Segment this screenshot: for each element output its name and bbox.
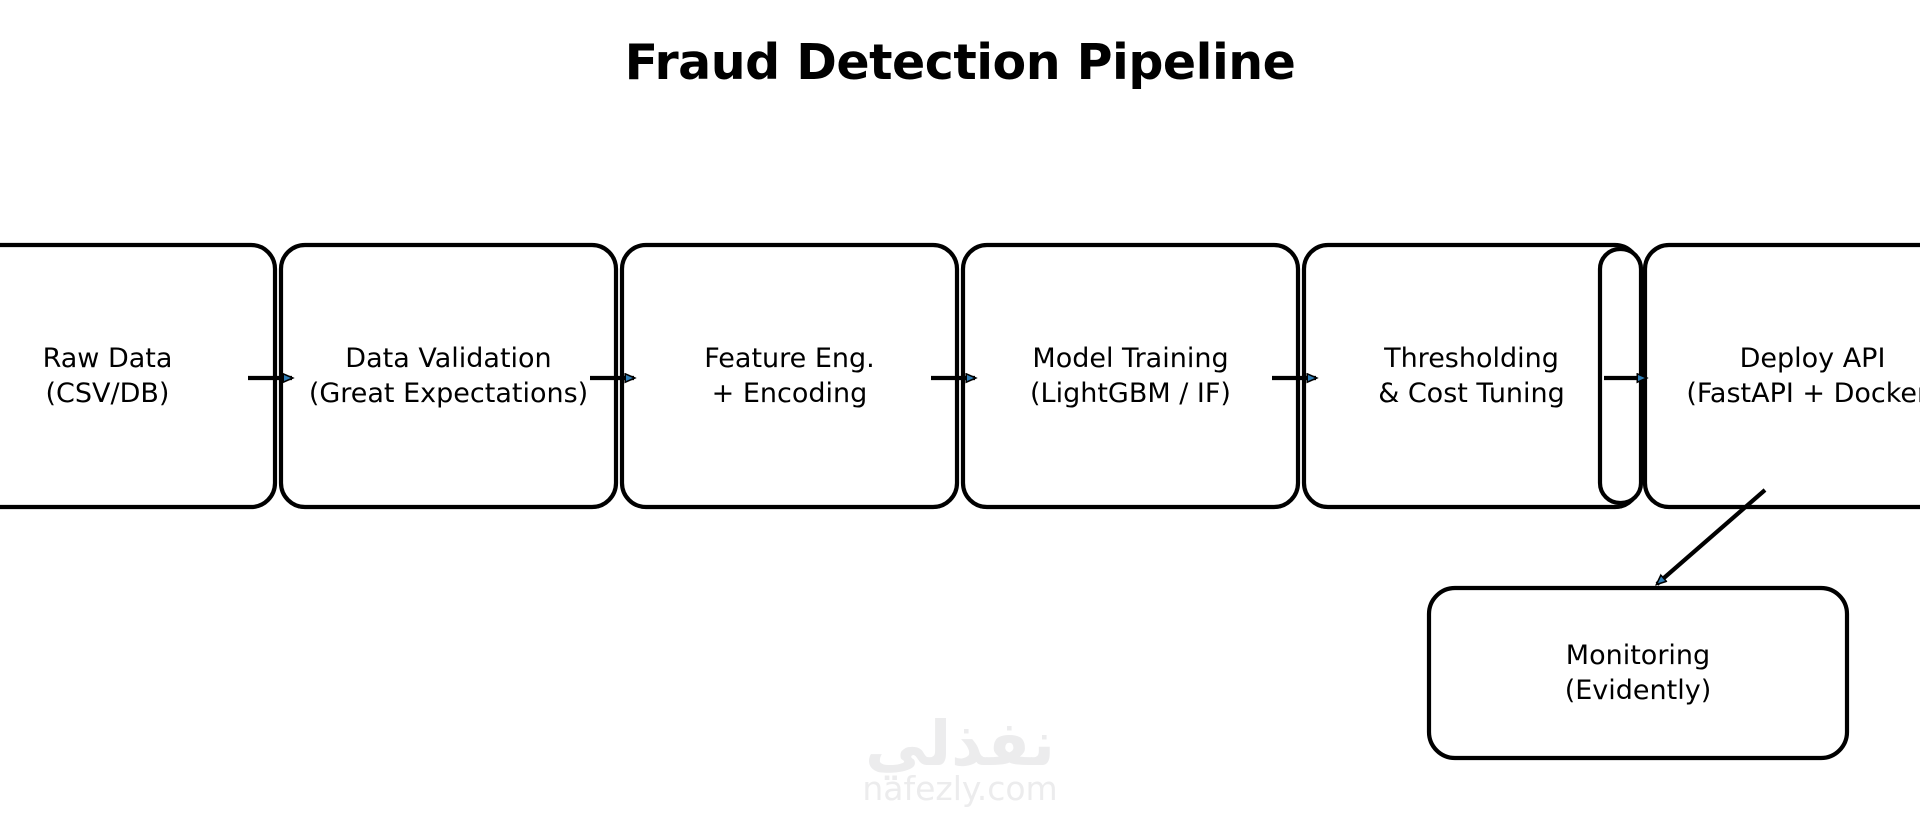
node-model-training-shape [960, 242, 1301, 510]
node-thresholding[interactable] [1301, 242, 1642, 510]
edge-group [248, 378, 1767, 584]
node-deploy-api-shape [1642, 242, 1920, 510]
node-raw-data-shape [0, 242, 278, 510]
edge-deploy-api-to-monitoring [1657, 488, 1767, 584]
node-feature-eng-shape [619, 242, 960, 510]
node-deploy-api[interactable] [1642, 242, 1920, 510]
node-data-validation[interactable] [278, 242, 619, 510]
node-monitoring[interactable] [1426, 585, 1850, 761]
node-thresholding-shape [1301, 242, 1642, 510]
node-feature-eng[interactable] [619, 242, 960, 510]
node-monitoring-shape [1426, 585, 1850, 761]
node-raw-data[interactable] [0, 242, 278, 510]
node-data-validation-shape [278, 242, 619, 510]
page-title: Fraud Detection Pipeline [624, 34, 1296, 91]
node-model-training[interactable] [960, 242, 1301, 510]
